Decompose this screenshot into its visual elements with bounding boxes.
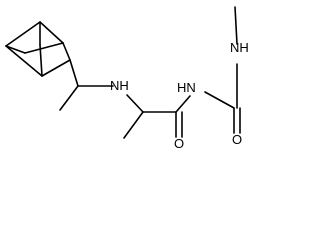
bond <box>175 95 191 113</box>
bond <box>234 6 238 45</box>
amide-oxygen-label: O <box>174 136 184 151</box>
bond <box>5 21 41 47</box>
methylamine-nh-label: NH <box>230 40 249 55</box>
atom-labels: NH HN NH O O <box>110 40 249 151</box>
amine-nh-label: NH <box>110 78 129 93</box>
norbornane-cage <box>5 21 71 77</box>
bond <box>62 42 71 61</box>
structure-svg: NH HN NH O O <box>5 6 249 151</box>
bond <box>69 59 79 87</box>
bond <box>126 94 144 113</box>
bond <box>39 44 43 77</box>
bond <box>204 91 235 109</box>
amide-hn-label: HN <box>177 80 196 95</box>
bond <box>5 45 26 54</box>
bond <box>123 111 144 139</box>
bond <box>5 45 43 77</box>
bond <box>39 21 64 44</box>
side-chain <box>59 6 241 139</box>
bond <box>59 85 79 111</box>
molecule-diagram: NH HN NH O O <box>5 6 249 151</box>
bond <box>41 59 71 77</box>
bond <box>24 42 64 54</box>
urea-oxygen-label: O <box>232 132 242 147</box>
